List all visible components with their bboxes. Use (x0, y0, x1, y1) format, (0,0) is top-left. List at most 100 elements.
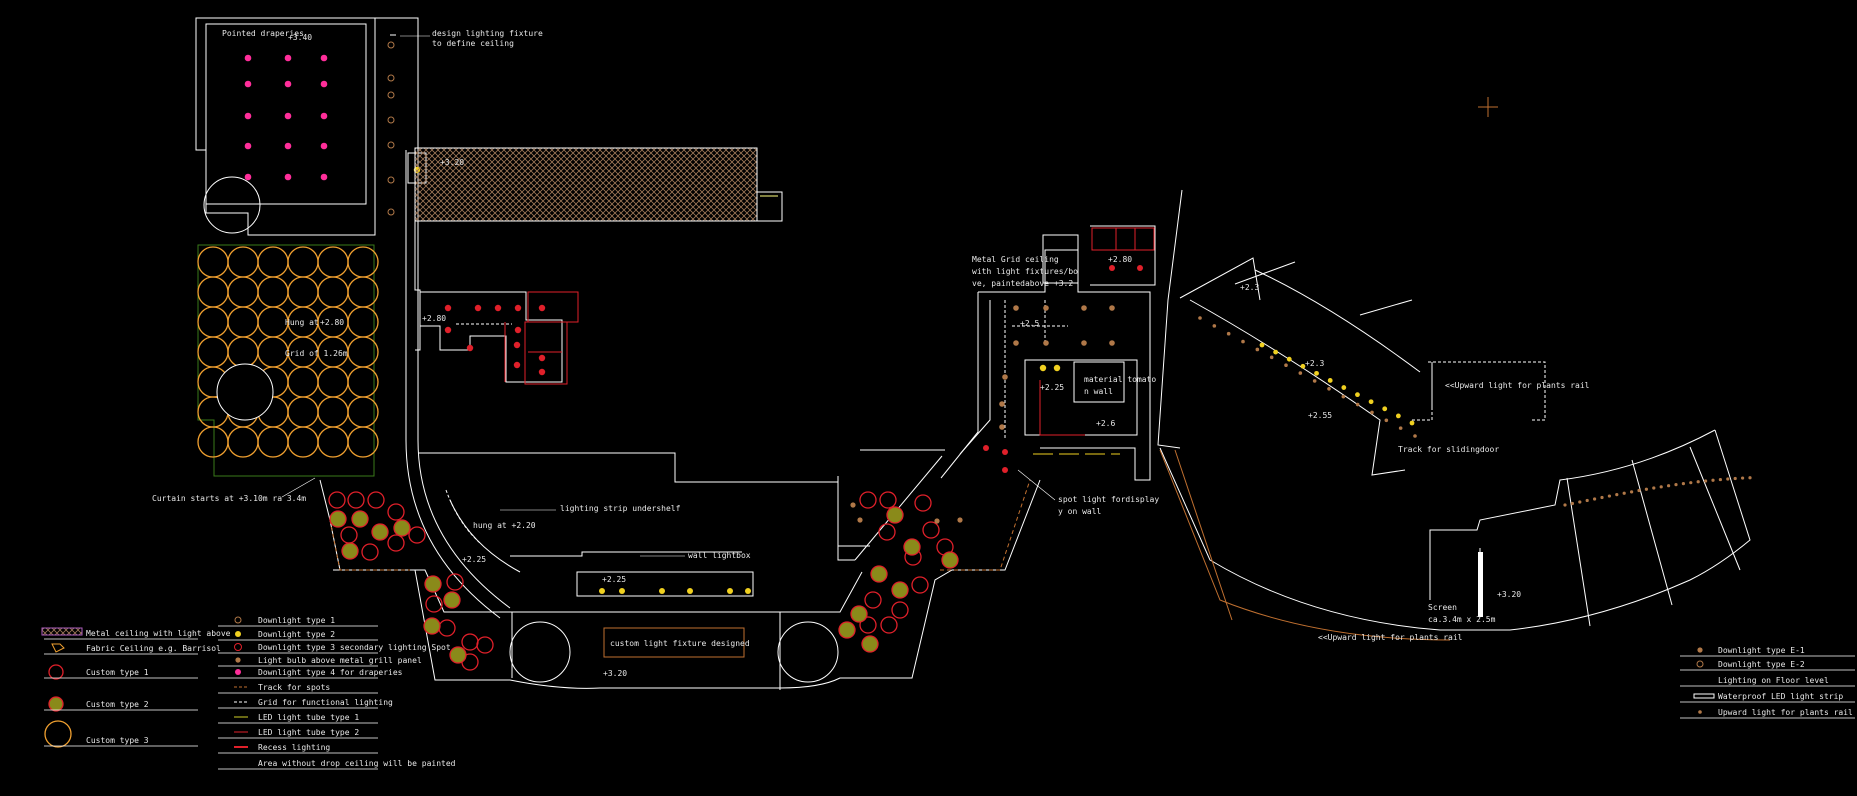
bottom-bay-walls (319, 449, 1041, 690)
pink-downlight (284, 112, 292, 120)
draperies-room (195, 17, 376, 236)
custom-type2-circle (861, 635, 879, 653)
plants-rail-light (1659, 485, 1663, 489)
red-boxes-right (1033, 227, 1155, 455)
corridor-downlights (387, 41, 395, 216)
plants-rail-light (1748, 476, 1752, 480)
height-25-label: +2.5 (1020, 319, 1039, 328)
custom-type3-circle (227, 276, 259, 308)
downlight-type3-spots (444, 304, 546, 376)
custom-type1-circle (340, 526, 358, 544)
red-downlight (1002, 467, 1008, 473)
metal-ceiling-area (414, 147, 758, 222)
right-curved-walls (1157, 189, 1751, 631)
plants-rail-light (1622, 491, 1626, 495)
custom-type2-circle (838, 621, 856, 639)
downlight-type1 (387, 141, 395, 149)
yellow-downlight (1273, 349, 1279, 355)
pink-dot-icon (235, 669, 241, 675)
height-280-mid-label: +2.80 (422, 314, 446, 323)
legend-label: Fabric Ceiling e.g. Barrisol (86, 644, 221, 653)
red-downlight (538, 354, 546, 362)
screen-bar (1478, 552, 1483, 617)
custom-type3-circle (317, 276, 349, 308)
light-bulb-dot (999, 401, 1005, 407)
yellow-downlight (1053, 364, 1061, 372)
plants-rail-light (1327, 387, 1331, 391)
brown-dot-icon (235, 657, 241, 663)
height-280-left-label: +2.80 (320, 318, 344, 327)
custom-type3-circle (317, 426, 349, 458)
red-downlight (983, 445, 989, 451)
crosshair-marker (1478, 97, 1498, 117)
light-bulb-dot (1013, 340, 1019, 346)
custom-type3-circle (197, 426, 229, 458)
custom-type1-circle (914, 494, 932, 512)
corridor-walls (375, 17, 511, 619)
custom-type3-circle (287, 426, 319, 458)
red-downlight (444, 304, 452, 312)
yellow-downlight (1395, 413, 1401, 419)
custom-type2-circle (903, 538, 921, 556)
custom-type3-circle (287, 396, 319, 428)
brown-dot-icon (1697, 647, 1703, 653)
pink-downlight (244, 80, 252, 88)
plants-rail-light (1585, 498, 1589, 503)
light-bulbs-above-grill (983, 265, 1143, 473)
metal-grid-label-3: ve, paintedabove +3.2 (972, 279, 1073, 288)
light-bulb-dot (1002, 374, 1008, 380)
light-bulb-dot (1109, 340, 1115, 346)
track-for-spots (329, 479, 1031, 571)
pink-downlight (244, 142, 252, 150)
custom-type2-circle (443, 591, 461, 609)
downlight-type1 (387, 116, 395, 124)
plants-rail-light (1704, 479, 1708, 483)
downlight-type1-dot (857, 517, 863, 523)
yellow-dot-icon (235, 631, 241, 637)
custom-type2-circle (423, 617, 441, 635)
custom-type1-circle (922, 521, 940, 539)
custom-type1-circle (408, 526, 426, 544)
plants-rail-light (1563, 503, 1567, 507)
custom-type3-circle (257, 306, 289, 338)
yellow-downlight (727, 588, 733, 594)
custom-type3-circle (257, 336, 289, 368)
height-225-bar-label: +2.25 (602, 575, 626, 584)
legend-label: Downlight type 1 (258, 616, 335, 625)
legend-label: Downlight type E-2 (1718, 660, 1805, 669)
legend-label: Lighting on Floor level (1718, 676, 1829, 685)
custom-type1-circle (446, 573, 464, 591)
plants-rail-light (1674, 483, 1678, 487)
height-320-right-label: +3.20 (1497, 590, 1521, 599)
central-room-walls (414, 221, 943, 573)
custom-type1-circle (387, 503, 405, 521)
curtain-label: Curtain starts at +3.10m ra 3.4m (152, 494, 306, 503)
hung-at-220-label: hung at +2.20 (473, 521, 536, 530)
brown-dot-icon (1698, 710, 1702, 714)
height-320-bottom-label: +3.20 (603, 669, 627, 678)
yellow-downlight (1409, 420, 1415, 426)
light-bulb-dot (1109, 305, 1115, 311)
legend-label: Custom type 3 (86, 736, 149, 745)
custom-type3-circle (347, 426, 379, 458)
red-downlight (513, 341, 521, 349)
custom-type2-circle (870, 565, 888, 583)
downlight-type1-dot (957, 517, 963, 523)
plants-rail-light (1607, 494, 1611, 498)
yellow-downlight (599, 588, 605, 594)
light-bulb-dot (1043, 340, 1049, 346)
orange-ring-icon (44, 720, 72, 748)
height-225-right-label: +2.25 (1040, 383, 1064, 392)
downlight-type1-dot (850, 502, 856, 508)
lighting-strip (445, 489, 481, 544)
crosshatch-swatch-icon (41, 627, 83, 636)
custom-type3-circle (317, 396, 349, 428)
legend-label: Track for spots (258, 683, 330, 692)
hung-at-label: Hung at (285, 318, 319, 327)
brown-ring-icon (1696, 660, 1704, 668)
custom-type1-circle (425, 595, 443, 613)
pink-downlight (284, 54, 292, 62)
yellow-downlight (619, 588, 625, 594)
custom-type2-circle (329, 510, 347, 528)
